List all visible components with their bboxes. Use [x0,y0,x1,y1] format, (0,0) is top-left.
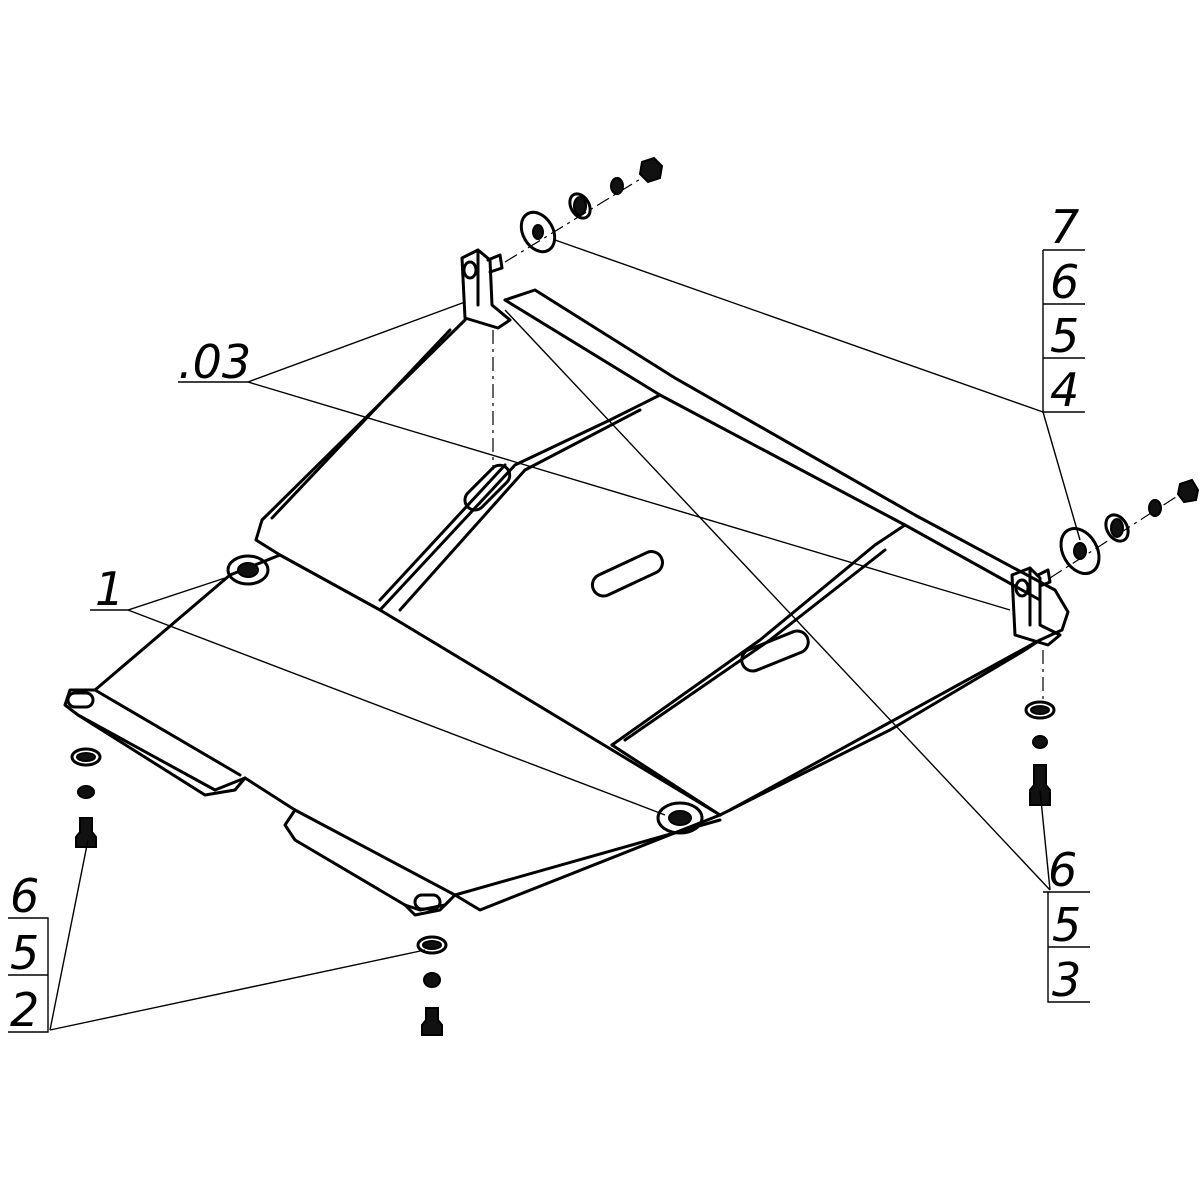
washer-icon [70,747,102,767]
slot-tab-left [66,691,95,709]
bolt-icon [75,817,97,848]
stack-l-2: 2 [10,983,39,1037]
mount-washer-front [656,801,704,835]
stack-rb-5: 5 [1052,898,1081,952]
stack-rt-6: 6 [1050,255,1079,309]
stack-l-6: 6 [10,869,39,923]
spring-washer-icon [1032,735,1048,749]
spring-washer-icon [423,972,441,988]
nut-icon [638,156,664,184]
callout-03: .03 [178,335,251,389]
slot-right [740,629,810,673]
washer-icon [416,935,448,955]
lock-washer-icon [610,177,624,195]
slot-center [590,550,664,598]
stack-rt-7: 7 [1050,200,1079,254]
plate-front-edge [293,808,722,912]
bracket-right [1010,566,1062,647]
washer-large-icon [1059,527,1101,575]
leader-lines [49,239,1081,1031]
washer-icon [1024,700,1056,720]
fasteners-left [70,747,102,848]
bolt-icon [1029,764,1051,806]
plate-center-panel [278,553,722,817]
mount-washer-left [226,554,270,586]
fasteners-bottom-center [416,935,448,1036]
bracket-left [460,248,512,330]
bolt-icon [421,1007,443,1036]
stack-l-5: 5 [10,926,39,980]
plate-front-left [63,553,297,812]
lock-washer-icon [1148,499,1162,517]
plate-front-tab-left [76,713,247,797]
stack-rt-4: 4 [1050,363,1079,417]
callout-1: 1 [95,562,124,616]
spring-washer-icon [77,785,95,799]
callout-label-03: .03 [178,335,251,389]
stack-rb-3: 3 [1052,953,1081,1007]
spring-washer-icon [1104,513,1130,543]
callout-label-1: 1 [95,562,124,616]
washer-large-icon [519,210,557,254]
callout-stack-right-bottom: 6 5 3 [1043,843,1090,1007]
slot-tab-right [413,893,442,911]
callout-stack-right-top: 7 6 5 4 [1042,200,1085,417]
slot-rear [463,463,512,512]
stack-rb-6: 6 [1048,843,1077,897]
fasteners-bottom-right [1024,700,1056,806]
plate-rear-flange [503,288,1070,642]
nut-icon [1176,478,1200,504]
stack-rt-5: 5 [1050,309,1079,363]
spring-washer-icon [568,192,592,220]
skid-plate [63,288,1070,917]
fasteners-top [519,156,664,254]
fasteners-right [1059,478,1200,575]
callout-stack-left: 6 5 2 [8,869,49,1037]
